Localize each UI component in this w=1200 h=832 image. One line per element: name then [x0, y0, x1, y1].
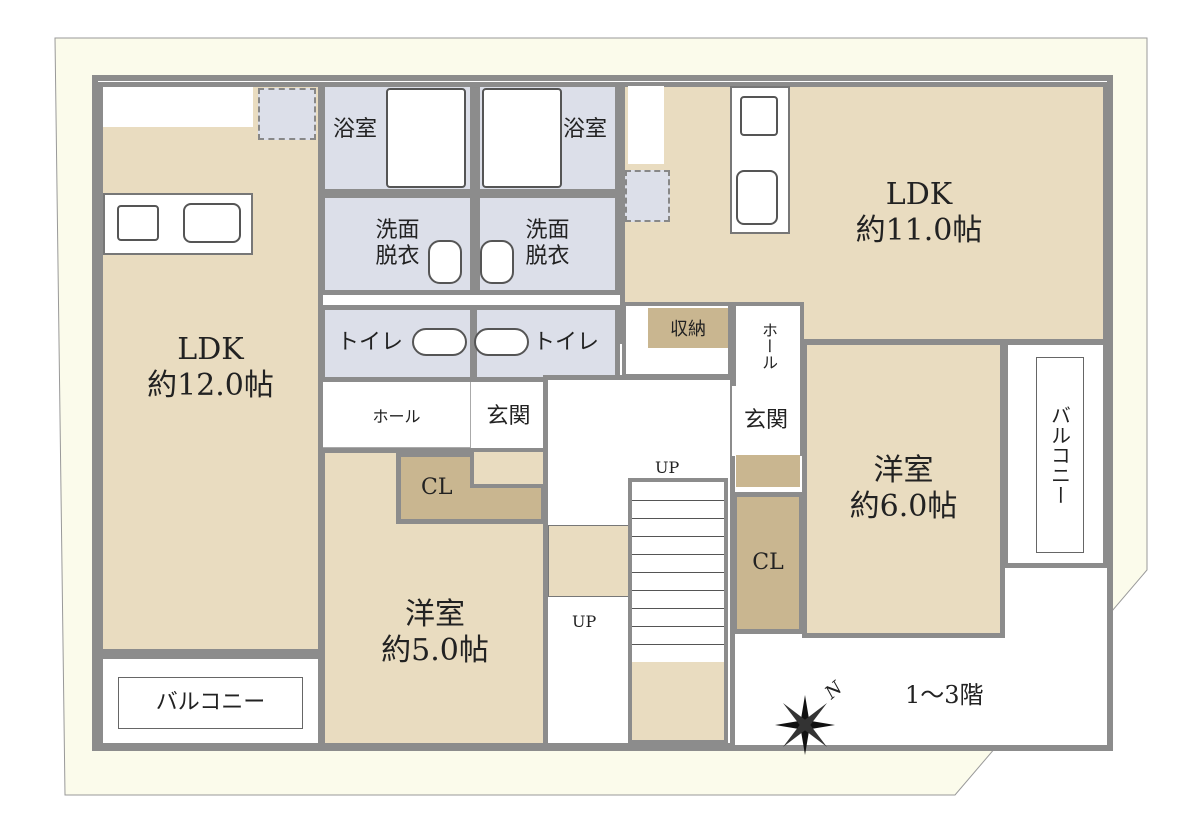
room-name: 浴室 [562, 117, 607, 142]
room-name: トイレ [337, 330, 404, 356]
entrance-left: 玄関 [470, 382, 546, 452]
room-name: LDK [177, 332, 244, 367]
kitchen-counter-right [730, 86, 790, 234]
room-name: LDK [885, 177, 953, 212]
washbasin-icon [480, 240, 514, 284]
room-name: 玄関 [743, 407, 788, 433]
room-name: ホール [759, 322, 778, 370]
toilet-icon [412, 328, 467, 356]
hall-right: ホール [732, 302, 804, 390]
stove-icon [740, 96, 778, 136]
closet-right[interactable]: CL [732, 492, 804, 634]
room-name: トイレ [532, 330, 599, 356]
room-name: CL [752, 549, 784, 575]
room-size: 約12.0帖 [147, 368, 274, 403]
bathtub-icon [386, 88, 466, 188]
upper-shelf [103, 87, 253, 127]
room-name: 洗面 脱衣 [525, 217, 570, 269]
ldk-right: LDK 約11.0帖 [620, 82, 1108, 344]
stove-icon [117, 205, 159, 241]
room-name: ホール [372, 406, 421, 426]
kitchen-counter-left [103, 193, 253, 255]
western-room-right: 洋室 約6.0帖 [802, 340, 1005, 638]
stair-landing [548, 525, 630, 597]
room-name: 浴室 [333, 117, 378, 142]
room-name: 洋室 [873, 453, 934, 488]
room-name: 収納 [670, 319, 706, 340]
room-name: 洗面 脱衣 [375, 217, 420, 269]
room-name: 玄関 [486, 403, 531, 429]
compass-icon [775, 695, 835, 755]
room-name: CL [421, 474, 453, 500]
washbasin-icon [428, 240, 462, 284]
balcony-left[interactable]: バルコニー [98, 654, 323, 748]
sink-icon [736, 170, 778, 225]
shoe-storage [736, 455, 800, 487]
hall-left: ホール [323, 382, 470, 448]
room-size: 約5.0帖 [381, 633, 489, 668]
ldk-left: LDK 約12.0帖 [98, 82, 323, 654]
room-size: 約6.0帖 [849, 489, 958, 524]
sink-icon [183, 203, 241, 243]
up-label: UP [572, 612, 597, 631]
shaft [625, 170, 670, 222]
pantry [628, 86, 664, 164]
toilet-icon [474, 328, 529, 356]
entrance-right: 玄関 [732, 386, 804, 456]
bathtub-icon [482, 88, 562, 188]
room-size: 約11.0帖 [855, 213, 983, 248]
closet-notch [470, 452, 544, 488]
up-label: UP [655, 458, 680, 477]
balcony-label: バルコニー [155, 689, 266, 715]
storage[interactable]: 収納 [648, 308, 728, 348]
balcony-right[interactable]: バルコニー [1003, 340, 1108, 568]
room-name: 洋室 [405, 597, 465, 632]
stairs[interactable] [628, 478, 728, 744]
floor-label: 1～3階 [905, 681, 984, 709]
balcony-label: バルコニー [1047, 405, 1072, 505]
shaft [258, 88, 316, 140]
